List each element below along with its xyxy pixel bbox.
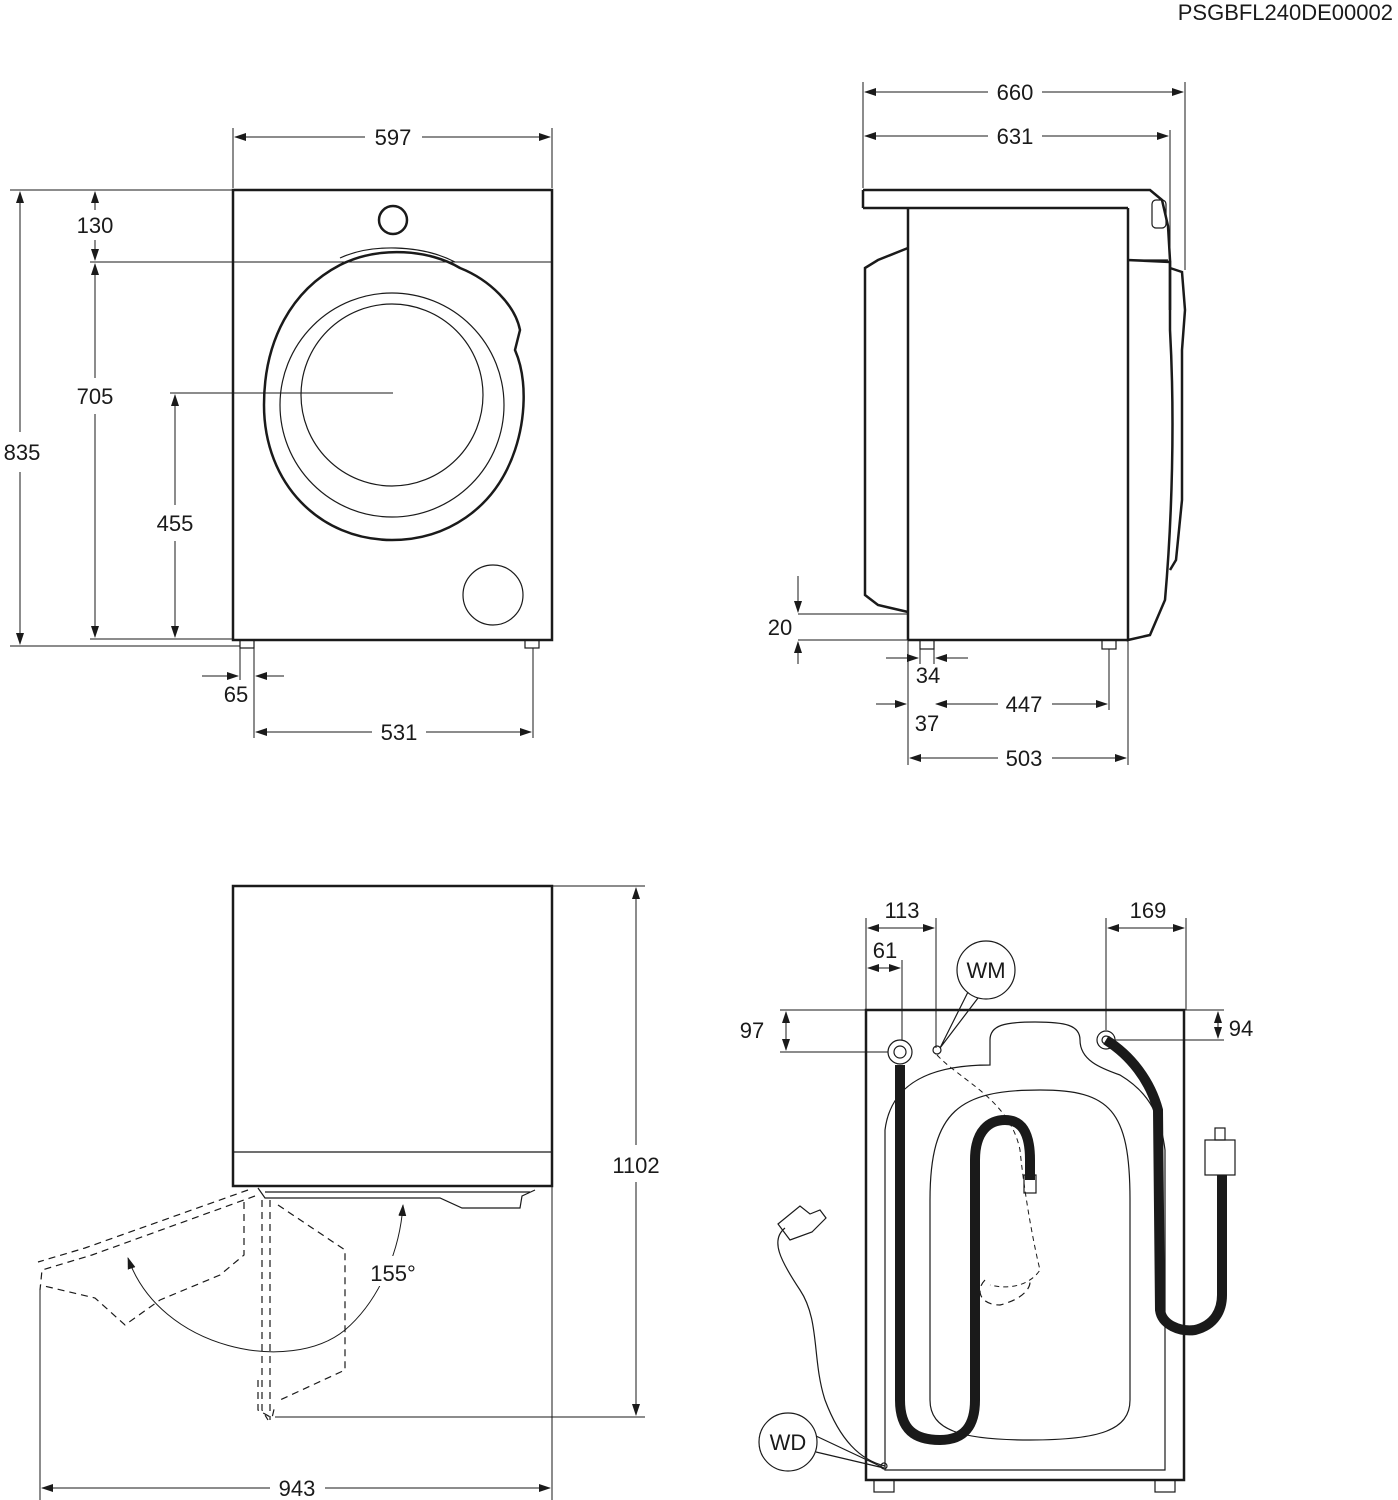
right-inlet-height-label: 94: [1229, 1016, 1253, 1041]
front-width-label: 597: [375, 125, 412, 150]
height-without-panel-label: 705: [77, 384, 114, 409]
total-height-label: 835: [4, 440, 41, 465]
front-foot-span-label: 531: [381, 720, 418, 745]
depth-to-door-label: 631: [997, 124, 1034, 149]
front-view: [231, 188, 554, 649]
body-depth-label: 503: [1006, 746, 1043, 771]
front-dimensions: 597 835 130 705 455 65 531: [4, 125, 553, 745]
right-inlet-offset-label: 169: [1130, 898, 1167, 923]
total-depth-label: 660: [997, 80, 1034, 105]
door-angle-label: 155°: [370, 1261, 416, 1286]
side-foot-span-label: 447: [1006, 692, 1043, 717]
left-inlet-height-label: 97: [740, 1018, 764, 1043]
inlet-offset-inner-label: 61: [873, 938, 897, 963]
inlet-offset-outer-label: 113: [884, 898, 919, 923]
rear-view: WM WD: [758, 940, 1236, 1493]
side-foot-width-label: 34: [916, 663, 940, 688]
side-dimensions: 660 631 20 34 37 447 503: [768, 80, 1186, 771]
panel-height-label: 130: [77, 213, 114, 238]
side-foot-offset-label: 37: [915, 711, 939, 736]
door-center-height-label: 455: [157, 511, 194, 536]
door-open-dimensions: 1102 943: [39, 885, 660, 1500]
water-drain-label: WD: [770, 1430, 807, 1455]
height-open-door-label: 1102: [612, 1153, 659, 1178]
rear-dimensions: 113 61 169 97 94: [740, 898, 1253, 1053]
water-main-label: WM: [966, 958, 1005, 983]
side-view: [861, 188, 1187, 650]
door-open-view: 155°: [37, 884, 554, 1421]
front-foot-offset-label: 65: [224, 682, 248, 707]
drawing-code: PSGBFL240DE00002: [1178, 0, 1393, 25]
ground-clearance-label: 20: [768, 615, 792, 640]
depth-open-door-label: 943: [279, 1476, 316, 1500]
